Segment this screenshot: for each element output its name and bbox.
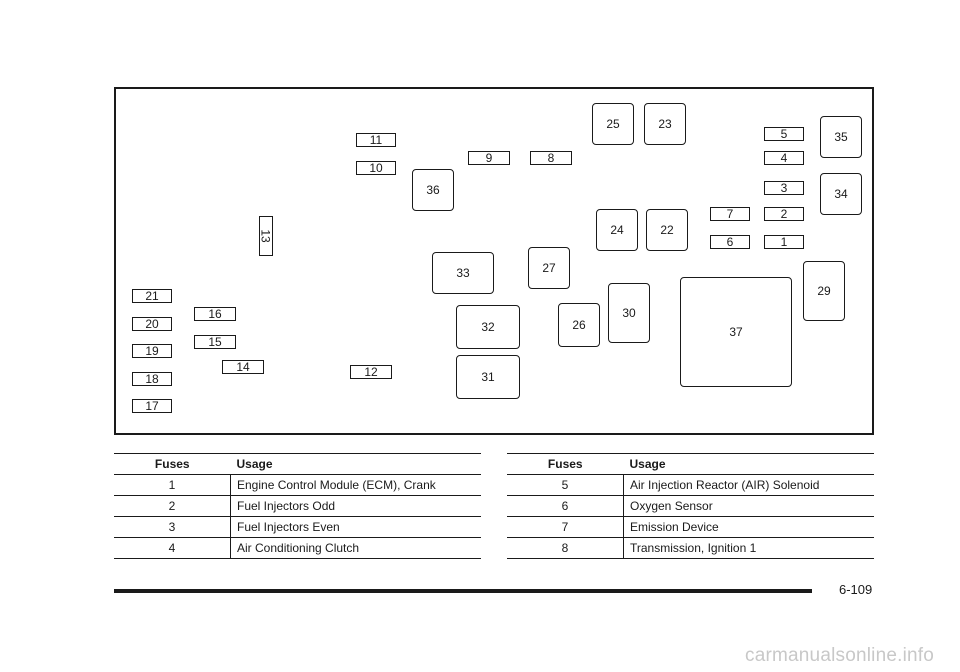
fuse-number: 4 <box>114 537 231 559</box>
table-row: 5 Air Injection Reactor (AIR) Solenoid <box>507 474 874 496</box>
relay-24: 24 <box>596 209 638 251</box>
table-row: 6 Oxygen Sensor <box>507 495 874 517</box>
table-row: 2 Fuel Injectors Odd <box>114 495 481 517</box>
relay-25: 25 <box>592 103 634 145</box>
relay-26: 26 <box>558 303 600 347</box>
fuse-3: 3 <box>764 181 804 195</box>
fuse-17: 17 <box>132 399 172 413</box>
watermark: carmanualsonline.info <box>745 645 935 666</box>
fuse-usage-table-left: Fuses Usage 1 Engine Control Module (ECM… <box>114 453 481 559</box>
column-header-fuses: Fuses <box>507 453 624 475</box>
fuse-usage: Air Injection Reactor (AIR) Solenoid <box>623 474 874 496</box>
footer-rule <box>114 589 812 593</box>
relay-22: 22 <box>646 209 688 251</box>
fuse-18: 18 <box>132 372 172 386</box>
relay-37: 37 <box>680 277 792 387</box>
fuse-19: 19 <box>132 344 172 358</box>
fuse-13: 13 <box>259 216 273 256</box>
relay-29: 29 <box>803 261 845 321</box>
fuse-11: 11 <box>356 133 396 147</box>
fuse-10: 10 <box>356 161 396 175</box>
fuse-number: 8 <box>507 537 624 559</box>
fuse-number: 2 <box>114 495 231 517</box>
fuse-7: 7 <box>710 207 750 221</box>
fuse-block-diagram: 11 10 9 8 5 4 3 2 1 7 6 13 21 20 19 18 1… <box>114 87 874 435</box>
fuse-number: 3 <box>114 516 231 538</box>
fuse-8: 8 <box>530 151 572 165</box>
table-row: 7 Emission Device <box>507 516 874 538</box>
table-row: 4 Air Conditioning Clutch <box>114 537 481 559</box>
relay-33: 33 <box>432 252 494 294</box>
fuse-21: 21 <box>132 289 172 303</box>
page-number: 6-109 <box>839 582 873 597</box>
table-row: 3 Fuel Injectors Even <box>114 516 481 538</box>
table-row: 8 Transmission, Ignition 1 <box>507 537 874 559</box>
column-header-usage: Usage <box>623 453 874 475</box>
relay-32: 32 <box>456 305 520 349</box>
fuse-number: 7 <box>507 516 624 538</box>
fuse-usage: Transmission, Ignition 1 <box>623 537 874 559</box>
fuse-20: 20 <box>132 317 172 331</box>
fuse-usage: Fuel Injectors Even <box>230 516 481 538</box>
fuse-number: 6 <box>507 495 624 517</box>
fuse-number: 1 <box>114 474 231 496</box>
relay-36: 36 <box>412 169 454 211</box>
fuse-14: 14 <box>222 360 264 374</box>
column-header-fuses: Fuses <box>114 453 231 475</box>
fuse-15: 15 <box>194 335 236 349</box>
fuse-usage: Emission Device <box>623 516 874 538</box>
fuse-12: 12 <box>350 365 392 379</box>
fuse-2: 2 <box>764 207 804 221</box>
fuse-9: 9 <box>468 151 510 165</box>
fuse-6: 6 <box>710 235 750 249</box>
relay-31: 31 <box>456 355 520 399</box>
relay-35: 35 <box>820 116 862 158</box>
table-header-row: Fuses Usage <box>507 453 874 475</box>
relay-27: 27 <box>528 247 570 289</box>
fuse-usage: Air Conditioning Clutch <box>230 537 481 559</box>
relay-34: 34 <box>820 173 862 215</box>
table-row: 1 Engine Control Module (ECM), Crank <box>114 474 481 496</box>
fuse-usage-table-right: Fuses Usage 5 Air Injection Reactor (AIR… <box>507 453 874 559</box>
fuse-usage: Engine Control Module (ECM), Crank <box>230 474 481 496</box>
relay-30: 30 <box>608 283 650 343</box>
fuse-1: 1 <box>764 235 804 249</box>
fuse-5: 5 <box>764 127 804 141</box>
table-header-row: Fuses Usage <box>114 453 481 475</box>
fuse-usage: Fuel Injectors Odd <box>230 495 481 517</box>
column-header-usage: Usage <box>230 453 481 475</box>
fuse-4: 4 <box>764 151 804 165</box>
fuse-usage: Oxygen Sensor <box>623 495 874 517</box>
fuse-number: 5 <box>507 474 624 496</box>
relay-23: 23 <box>644 103 686 145</box>
fuse-16: 16 <box>194 307 236 321</box>
